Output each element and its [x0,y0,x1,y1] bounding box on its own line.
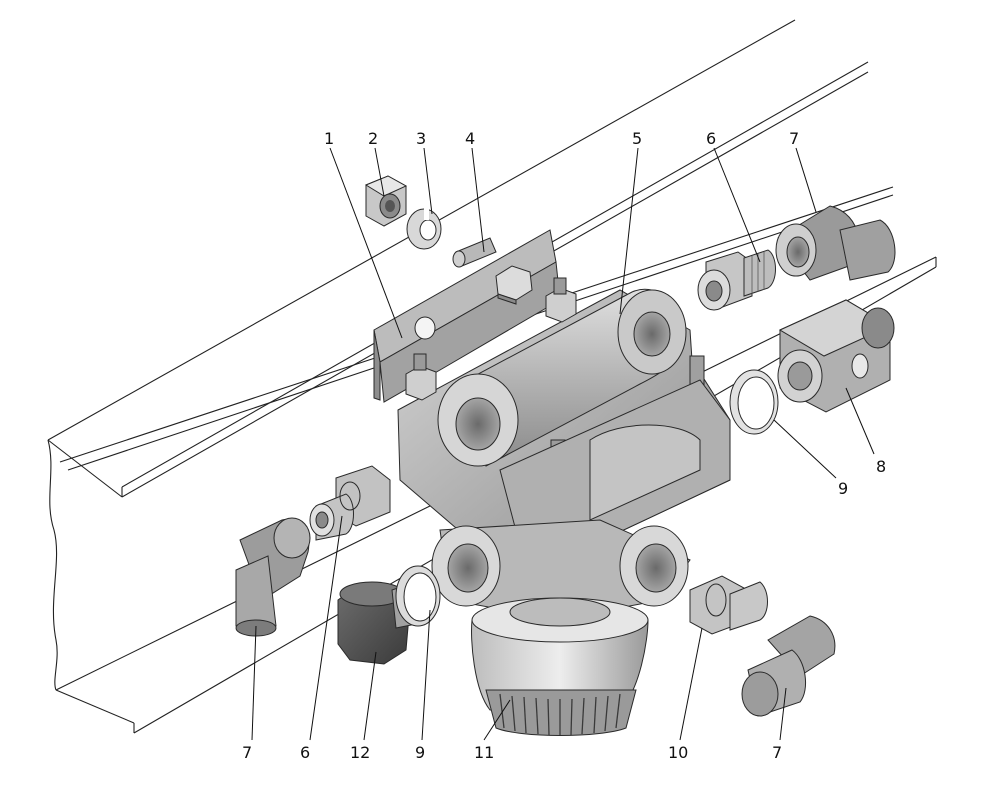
callout-2: 2 [368,129,378,148]
filter-cap [471,597,649,736]
fitting-ten [689,575,768,635]
o-ring-right [729,369,779,435]
callout-6-top: 6 [706,129,716,148]
leader-lines [251,147,875,741]
elbow-top [775,205,896,281]
callout-11: 11 [474,743,494,762]
callout-labels: 1 2 3 4 5 6 7 8 9 7 6 12 9 11 10 7 [242,129,886,762]
callout-8: 8 [876,457,886,476]
callout-12: 12 [350,743,370,762]
callout-10: 10 [668,743,688,762]
callout-9-right: 9 [838,479,848,498]
fitting-top [697,249,776,311]
drain-plug [337,581,423,665]
nut [364,175,408,227]
stud [452,237,497,268]
callout-9-bottom: 9 [415,743,425,762]
callout-7-top: 7 [789,129,799,148]
callout-1: 1 [324,129,334,148]
fitting-bottom [309,465,391,541]
callout-5: 5 [632,129,642,148]
elbow-left [235,517,311,637]
valve-body [397,277,731,621]
tee-fitting [777,299,895,413]
callout-6-bottom: 6 [300,743,310,762]
o-ring-bottom [395,565,441,627]
callout-7-bottom: 7 [772,743,782,762]
callout-4: 4 [465,129,475,148]
callout-3: 3 [416,129,426,148]
lock-washer [406,208,442,250]
elbow-bottom [741,615,836,717]
callout-7-left: 7 [242,743,252,762]
